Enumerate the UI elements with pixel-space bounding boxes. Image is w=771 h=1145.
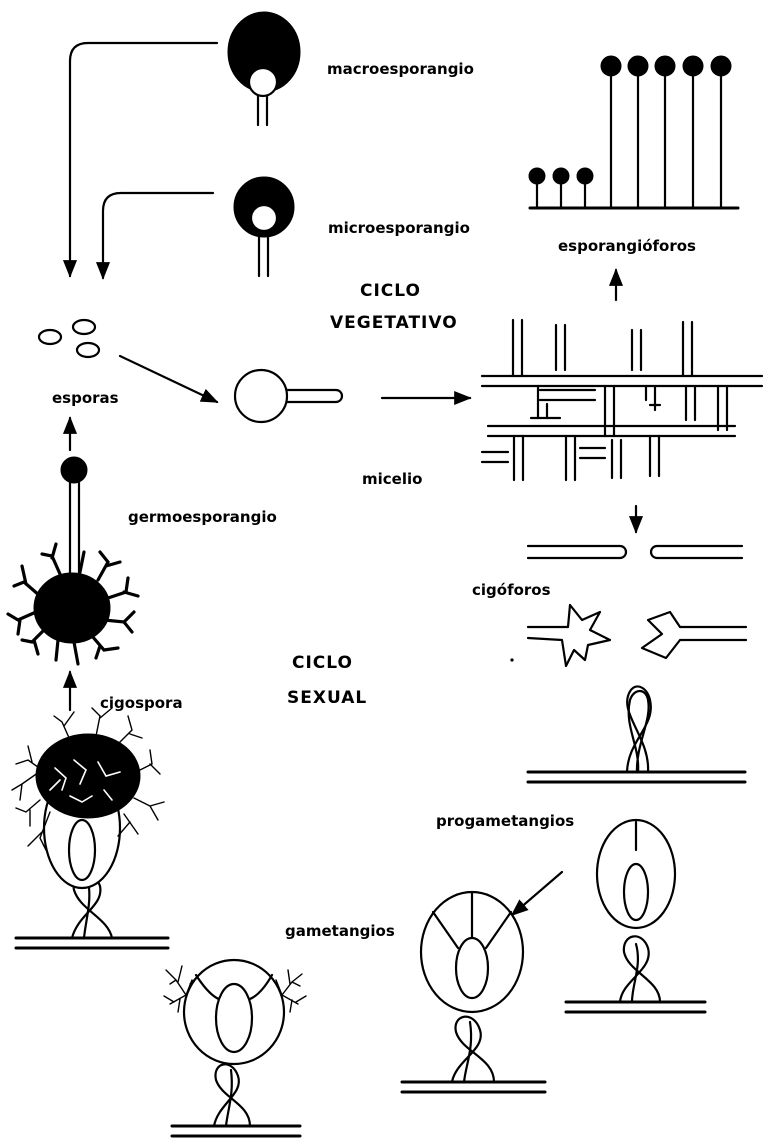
prezygospore [164,960,306,1136]
gametangia [402,892,545,1092]
microsporangium-label: microesporangio [328,219,470,237]
vegetative-cycle-title-line1: CICLO [360,281,421,301]
gametangia-label: gametangios [285,922,395,940]
sporangiophores [529,56,738,208]
sporangiophores-label: esporangióforos [558,237,696,255]
macrosporangium [228,12,300,125]
microsporangium [234,177,294,276]
germsporangium-label: germoesporangio [128,508,277,526]
progametangia-label: progametangios [436,812,574,830]
germsporangium [8,457,138,664]
spores-label: esporas [52,389,119,407]
zygophores-forming [528,605,746,666]
zygophores-label: cigóforos [472,581,551,599]
spores [39,320,99,357]
sexual-cycle-title-line1: CICLO [292,653,353,673]
macrosporangium-label: macroesporangio [327,60,474,78]
progametangia [566,820,705,1012]
zygophores-approaching [528,546,742,558]
speck-dot [510,658,513,661]
twisted-zygophores [528,686,745,782]
vegetative-cycle-title-line2: VEGETATIVO [330,313,458,333]
zygospore-label: cigospora [100,694,183,712]
mature-zygospore [12,708,168,948]
germinating-spore [235,370,342,422]
macro-to-spores-arrow [70,43,217,276]
mycelium [482,320,762,480]
micro-to-spores-arrow [103,193,213,278]
spores-to-germination-arrow [120,356,217,402]
sexual-cycle-title-line2: SEXUAL [287,688,367,708]
progametangia-to-gametangia-arrow [512,872,562,915]
mycelium-label: micelio [362,470,422,488]
